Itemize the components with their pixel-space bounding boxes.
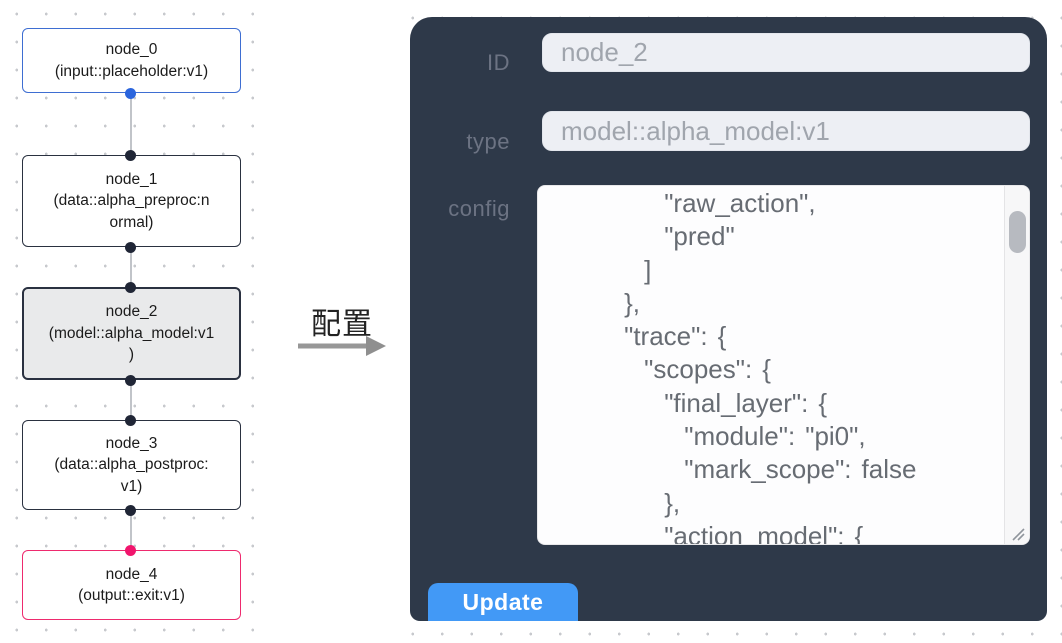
edge-node2-node3 [130,380,132,420]
port-node3-out[interactable] [125,505,136,516]
node-config-panel: ID type config "raw_action", "pred" ] },… [410,17,1047,621]
type-input[interactable] [542,111,1030,151]
id-input[interactable] [542,33,1030,72]
config-json-text[interactable]: "raw_action", "pred" ] }, "trace": { "sc… [624,188,917,544]
configure-label: 配置 [311,308,373,341]
port-node0-out[interactable] [125,88,136,99]
edge-node0-node1 [130,93,132,155]
graph-node-node_4[interactable]: node_4 (output::exit:v1) [22,550,241,620]
type-field-label: type [466,129,510,154]
right-arrow-icon [298,336,386,356]
graph-node-node_2[interactable]: node_2 (model::alpha_model:v1 ) [22,287,241,380]
port-node1-out[interactable] [125,242,136,253]
port-node1-in[interactable] [125,150,136,161]
port-node2-out[interactable] [125,375,136,386]
config-scrollbar-track [1004,186,1029,544]
port-node3-in[interactable] [125,415,136,426]
edge-node1-node2 [130,247,132,287]
port-node2-in[interactable] [125,282,136,293]
update-button[interactable]: Update [428,583,578,621]
port-node4-in[interactable] [125,545,136,556]
edge-node3-node4 [130,510,132,550]
graph-node-node_3[interactable]: node_3 (data::alpha_postproc: v1) [22,420,241,510]
config-textarea[interactable]: "raw_action", "pred" ] }, "trace": { "sc… [537,185,1030,545]
graph-node-node_0[interactable]: node_0 (input::placeholder:v1) [22,28,241,93]
config-scrollbar-thumb[interactable] [1009,211,1026,253]
config-field-label: config [448,196,510,221]
graph-node-node_1[interactable]: node_1 (data::alpha_preproc:n ormal) [22,155,241,247]
id-field-label: ID [487,50,510,75]
resize-handle-icon[interactable] [1008,524,1026,542]
